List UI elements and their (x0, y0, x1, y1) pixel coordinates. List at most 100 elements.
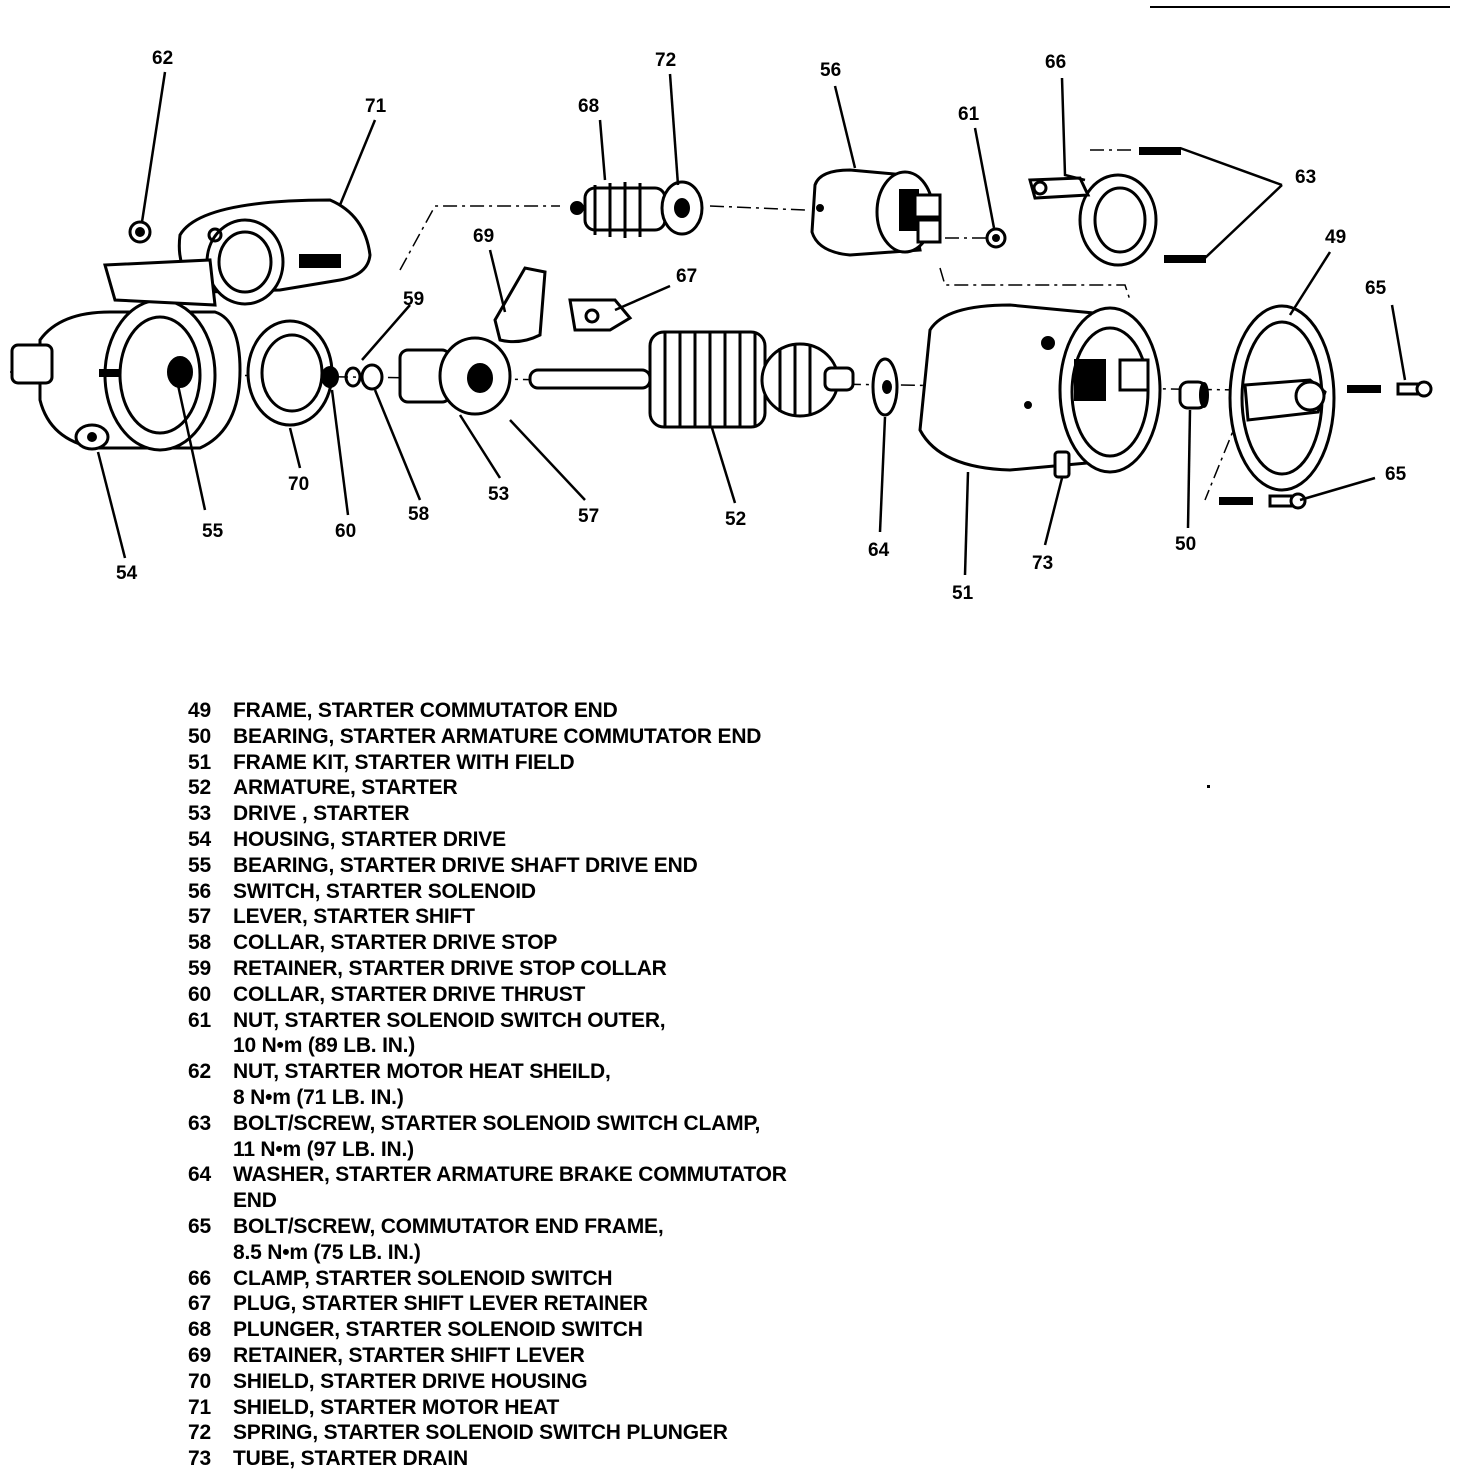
armature-part (528, 330, 855, 429)
callout-64: 64 (868, 540, 890, 561)
legend-item-description: FRAME KIT, STARTER WITH FIELD (233, 750, 575, 774)
legend-item-number: 51 (188, 750, 211, 774)
legend-item-description: WASHER, STARTER ARMATURE BRAKE COMMUTATO… (233, 1163, 787, 1213)
legend-item-number: 64 (188, 1163, 211, 1187)
legend-item-number: 56 (188, 879, 211, 903)
drive-housing-part (10, 298, 242, 452)
legend-item-description: COLLAR, STARTER DRIVE THRUST (233, 982, 586, 1006)
legend-item-number: 60 (188, 982, 211, 1006)
legend-item-number: 61 (188, 1008, 211, 1032)
callout-69: 69 (473, 226, 494, 247)
callout-55: 55 (202, 521, 224, 542)
callout-58: 58 (408, 504, 429, 525)
legend-item-number: 72 (188, 1421, 211, 1445)
legend-item: 54 HOUSING, STARTER DRIVE (188, 827, 908, 853)
callout-72: 72 (655, 50, 676, 71)
legend-item: 60 COLLAR, STARTER DRIVE THRUST (188, 982, 908, 1008)
callout-56: 56 (820, 60, 841, 81)
legend-item-number: 67 (188, 1292, 211, 1316)
legend-item-number: 57 (188, 905, 211, 929)
callout-53: 53 (488, 484, 509, 505)
legend-item-number: 70 (188, 1369, 211, 1393)
legend-item: 57 LEVER, STARTER SHIFT (188, 904, 908, 930)
legend-item: 64 WASHER, STARTER ARMATURE BRAKE COMMUTA… (188, 1162, 908, 1214)
callout-71: 71 (365, 96, 387, 117)
legend-item-description: SHIELD, STARTER DRIVE HOUSING (233, 1369, 588, 1393)
callout-63: 63 (1295, 167, 1316, 188)
callout-65-top: 65 (1365, 278, 1387, 299)
legend-item: 70 SHIELD, STARTER DRIVE HOUSING (188, 1369, 908, 1395)
legend-item-description: RETAINER, STARTER DRIVE STOP COLLAR (233, 956, 667, 980)
legend-item-number: 63 (188, 1111, 211, 1135)
commutator-bearing-part (1178, 380, 1209, 410)
starter-drive-part (398, 266, 547, 416)
callout-60: 60 (335, 521, 356, 542)
callout-50: 50 (1175, 534, 1196, 555)
legend-item-number: 68 (188, 1318, 211, 1342)
legend-item: 67 PLUG, STARTER SHIFT LEVER RETAINER (188, 1291, 908, 1317)
solenoid-plunger-part (570, 180, 704, 238)
legend-item-description: PLUNGER, STARTER SOLENOID SWITCH (233, 1318, 643, 1342)
legend-item: 53 DRIVE , STARTER (188, 801, 908, 827)
callout-68-plunger: 68 (578, 96, 599, 117)
exploded-starter-diagram: 62 71 68 72 56 61 66 63 49 65 65 69 67 5… (9, 48, 1433, 604)
drive-housing-shield-part (246, 319, 334, 427)
legend-item-description: BOLT/SCREW, COMMUTATOR END FRAME, 8.5 N•… (233, 1214, 664, 1264)
legend-item-description: NUT, STARTER MOTOR HEAT SHEILD, 8 N•m (7… (233, 1060, 611, 1109)
legend-item-number: 55 (188, 853, 211, 877)
end-frame-bolt-parts (1219, 380, 1433, 510)
legend-item: 62 NUT, STARTER MOTOR HEAT SHEILD, 8 N•m … (188, 1059, 908, 1111)
legend-item-number: 54 (188, 827, 211, 851)
brake-washer-part (871, 357, 899, 417)
legend-item-description: PLUG, STARTER SHIFT LEVER RETAINER (233, 1292, 648, 1316)
legend-item-description: NUT, STARTER SOLENOID SWITCH OUTER, 10 N… (233, 1008, 666, 1058)
legend-item-number: 59 (188, 956, 211, 980)
legend-item-number: 65 (188, 1214, 211, 1238)
legend-item: 51 FRAME KIT, STARTER WITH FIELD (188, 750, 908, 776)
callout-66: 66 (1045, 52, 1066, 73)
legend-item-description: CLAMP, STARTER SOLENOID SWITCH (233, 1266, 613, 1290)
shift-lever-plug-part (568, 298, 633, 332)
leader-lines (96, 71, 1407, 576)
legend-item-description: HOUSING, STARTER DRIVE (233, 827, 506, 851)
legend-item-description: FRAME, STARTER COMMUTATOR END (233, 699, 618, 722)
heat-shield-nut-part (128, 220, 152, 244)
callout-57: 57 (578, 506, 599, 527)
legend-item-description: LEVER, STARTER SHIFT (233, 905, 475, 929)
legend-item-number: 62 (188, 1060, 211, 1084)
callout-51: 51 (952, 583, 974, 604)
legend-item-number: 53 (188, 802, 211, 826)
legend-item-description: DRIVE , STARTER (233, 802, 410, 826)
legend-item-number: 69 (188, 1343, 211, 1367)
collar-parts (321, 363, 384, 391)
callout-labels: 62 71 68 72 56 61 66 63 49 65 65 69 67 5… (116, 48, 1407, 604)
legend-item-description: COLLAR, STARTER DRIVE STOP (233, 931, 558, 955)
callout-54: 54 (116, 563, 138, 584)
callout-65-bottom: 65 (1385, 464, 1407, 485)
callout-52: 52 (725, 509, 746, 530)
legend-item-description: SWITCH, STARTER SOLENOID (233, 879, 536, 903)
legend-item: 59 RETAINER, STARTER DRIVE STOP COLLAR (188, 956, 908, 982)
callout-49: 49 (1325, 227, 1346, 248)
callout-73: 73 (1032, 553, 1053, 574)
legend-item-description: BOLT/SCREW, STARTER SOLENOID SWITCH CLAM… (233, 1111, 761, 1161)
solenoid-switch-part (810, 168, 942, 257)
callout-67: 67 (676, 266, 697, 287)
legend-item-number: 52 (188, 776, 211, 800)
legend-item: 61 NUT, STARTER SOLENOID SWITCH OUTER, 10… (188, 1008, 908, 1060)
legend-item-description: ARMATURE, STARTER (233, 776, 458, 800)
callout-61: 61 (958, 104, 980, 125)
legend-item: 55 BEARING, STARTER DRIVE SHAFT DRIVE END (188, 853, 908, 879)
top-rule (1150, 6, 1450, 8)
legend-item-description: BEARING, STARTER DRIVE SHAFT DRIVE END (233, 853, 698, 877)
callout-70: 70 (288, 474, 309, 495)
field-frame-part (918, 303, 1162, 479)
solenoid-outer-nut-part (985, 227, 1007, 249)
